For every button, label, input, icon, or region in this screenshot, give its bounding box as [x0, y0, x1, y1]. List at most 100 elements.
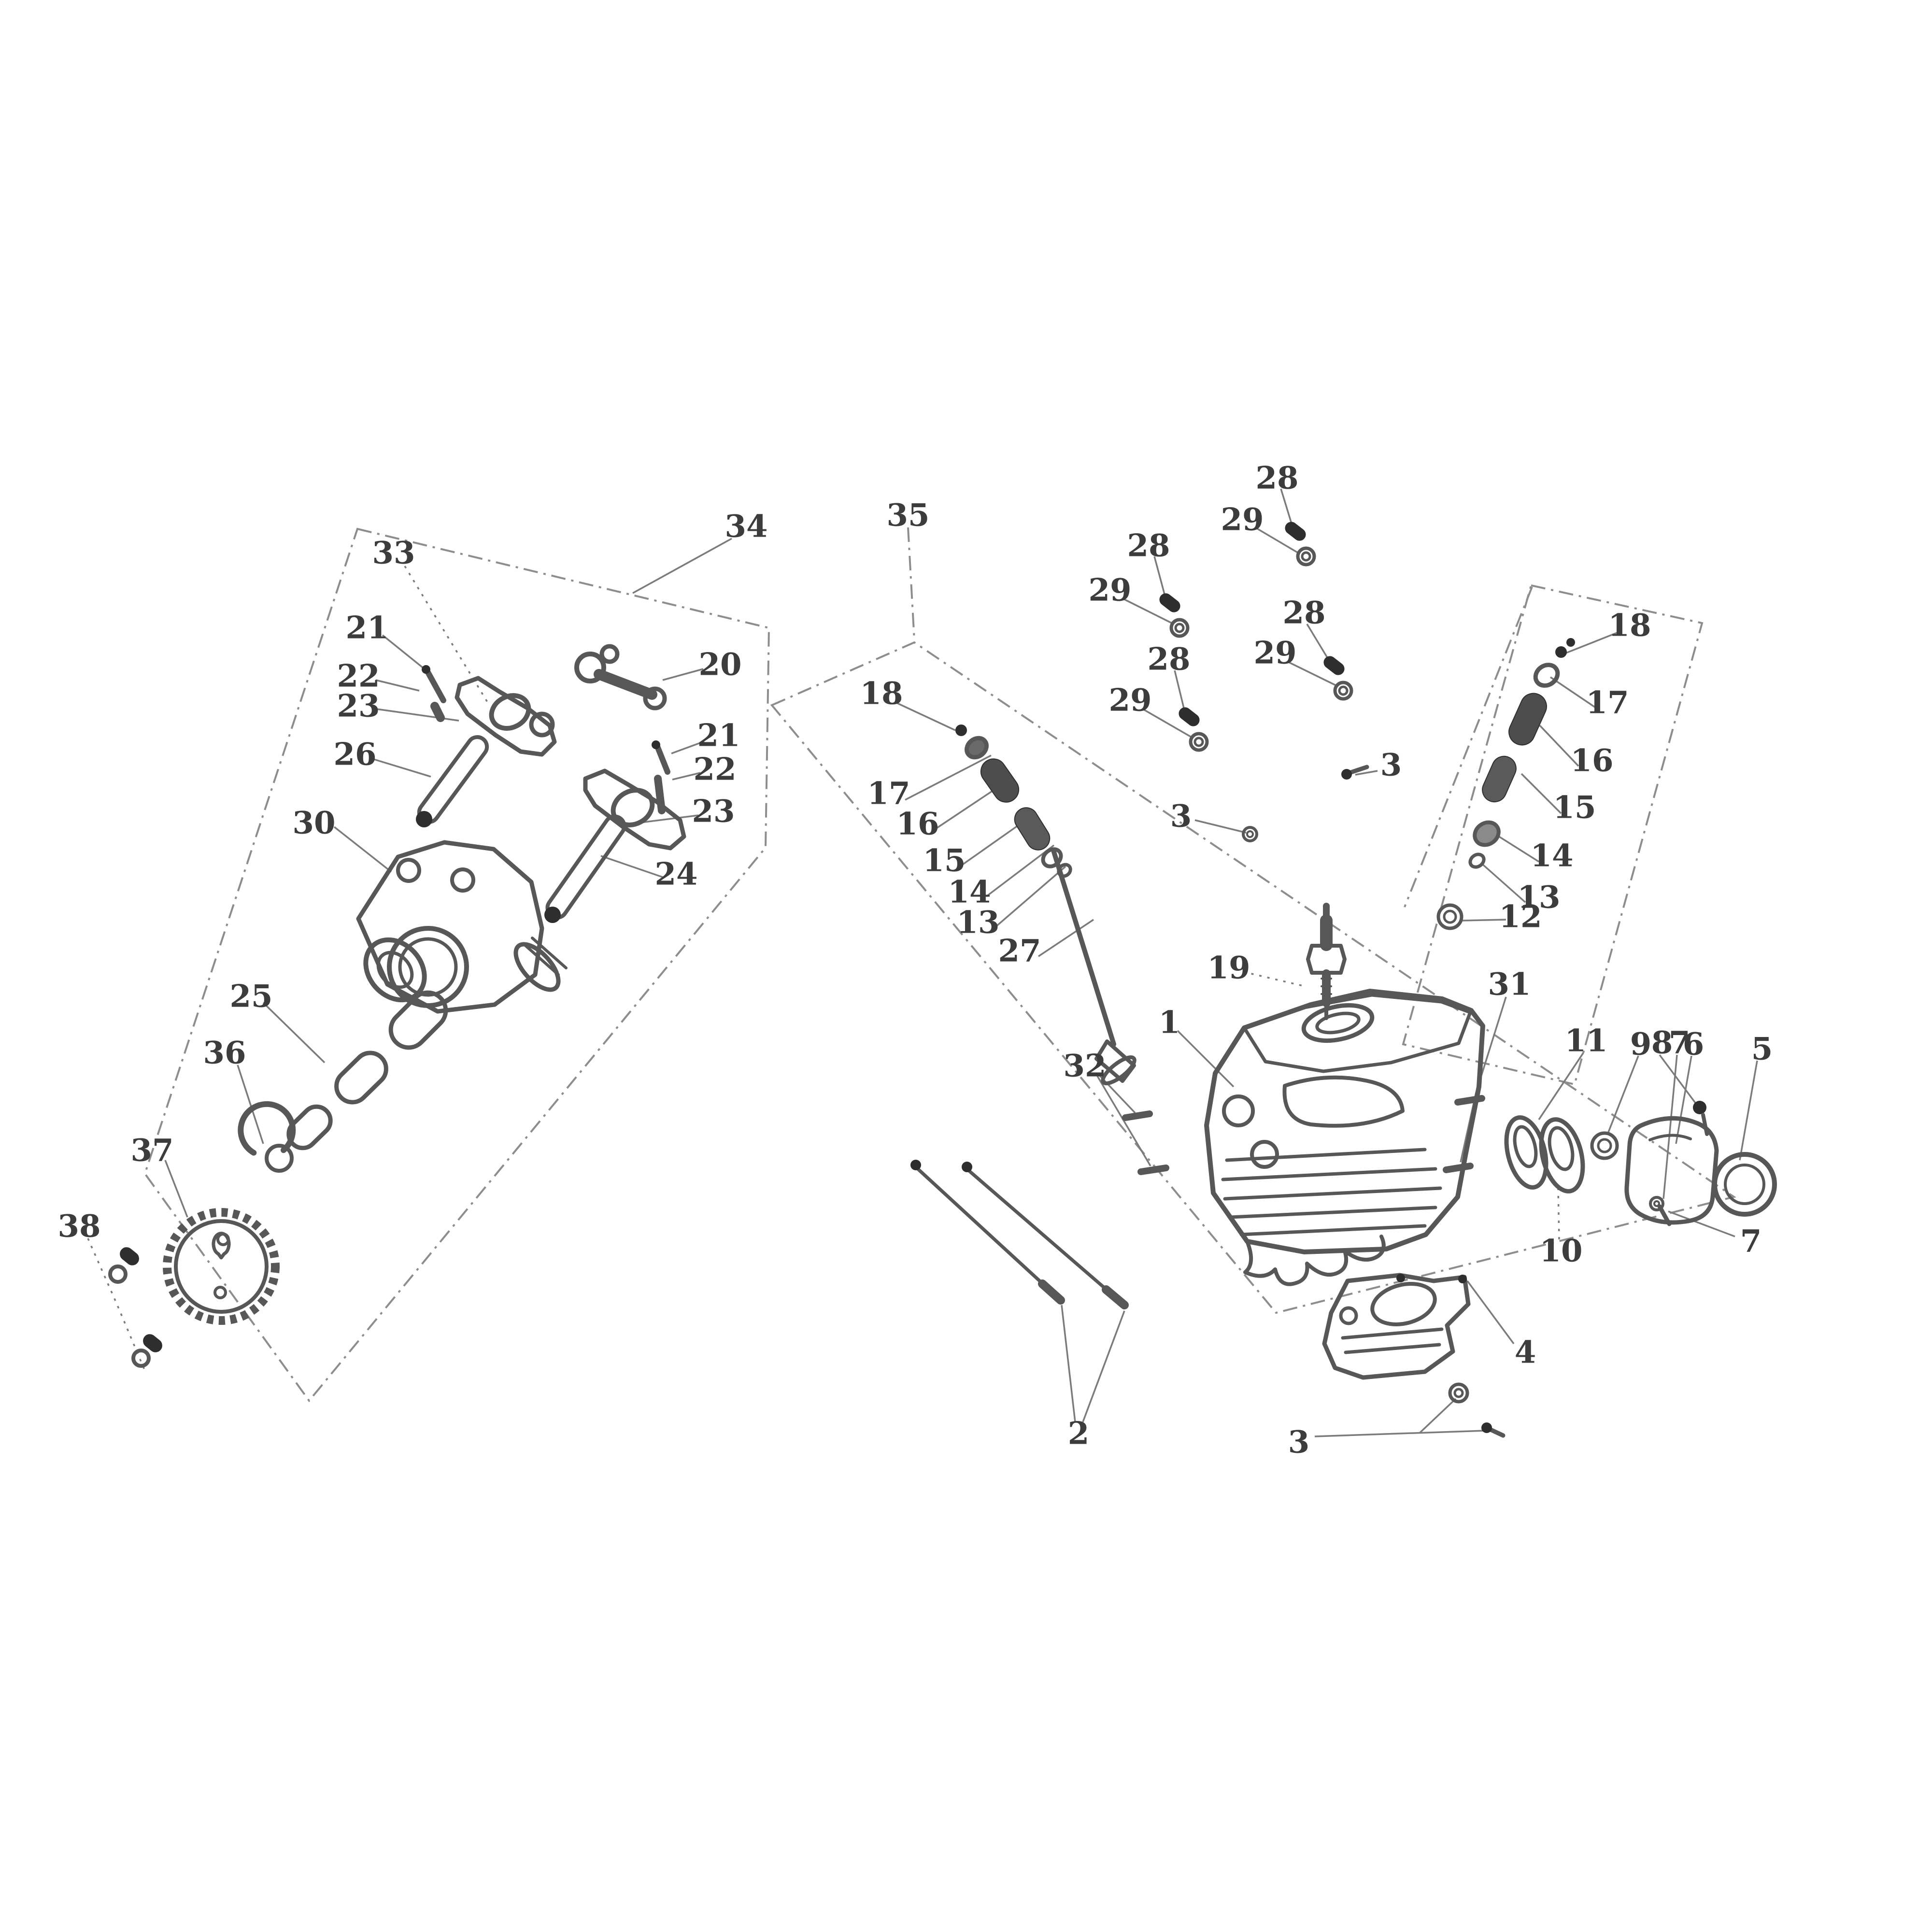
- carb-gasket-4-slot-b: [1344, 1343, 1441, 1354]
- valve-spring-15-right: [1482, 755, 1517, 803]
- part-label-28: 28: [1147, 641, 1190, 678]
- rocker-shaft-24-end: [544, 907, 561, 923]
- part-label-33: 33: [372, 535, 415, 571]
- leader-29-b: [1123, 598, 1174, 625]
- valve-spring-15-left: [1014, 807, 1051, 851]
- head-bolt-28-a: [1285, 522, 1306, 541]
- adjust-screw-21-right-head: [652, 740, 660, 749]
- leader-4: [1466, 1280, 1515, 1345]
- carb-gasket-4-pin-b: [1458, 1275, 1467, 1283]
- stud-32-b: [1137, 1165, 1169, 1175]
- sprocket-bolt-38-a-head: [120, 1247, 139, 1265]
- part-label-15: 15: [923, 843, 966, 879]
- cam-holder-30-body: [356, 840, 544, 1014]
- cylinder-head-1-boss-a: [1222, 1094, 1255, 1127]
- leader-37: [164, 1160, 188, 1218]
- valve-spring-16-left: [980, 758, 1020, 803]
- label-35-stem: [907, 527, 915, 640]
- leader-7-bottom: [1668, 1210, 1735, 1237]
- part-label-17: 17: [1586, 685, 1629, 721]
- cam-sprocket-37-hole-bottom: [213, 1286, 227, 1299]
- rocker-arm-23-body: [583, 768, 686, 851]
- o-ring-9: [1590, 1131, 1619, 1160]
- camshaft-25-flange-inner: [376, 951, 414, 989]
- part-label-2: 2: [1068, 1416, 1090, 1452]
- leader-5: [1739, 1060, 1758, 1161]
- adjust-screw-21-left: [425, 669, 446, 703]
- part-label-5: 5: [1751, 1031, 1773, 1067]
- leader-29-c: [1287, 661, 1337, 687]
- head-bolt-washer-29-b-inner: [1174, 623, 1185, 633]
- cylinder-head-1-fin-2: [1221, 1167, 1437, 1181]
- spring-retainer-17-left: [965, 736, 989, 760]
- head-gasket-11-ring-b-inner: [1548, 1126, 1575, 1171]
- part-label-4: 4: [1515, 1335, 1536, 1371]
- valve-27-face: [1101, 1055, 1136, 1085]
- sprocket-bolt-38-b-washer: [131, 1349, 151, 1368]
- cam-holder-30-post-a: [396, 858, 421, 883]
- head-bolt-washer-29-c: [1333, 681, 1353, 701]
- leader-22-left: [375, 679, 420, 692]
- rocker-shaft-24: [545, 814, 626, 920]
- part-label-7: 7: [1669, 1025, 1690, 1061]
- cam-holder-30-post-b: [450, 867, 475, 893]
- cover-cap-5: [1712, 1152, 1777, 1217]
- part-label-28: 28: [1255, 460, 1298, 497]
- part-label-25: 25: [229, 979, 272, 1015]
- leader-19: [1243, 971, 1306, 987]
- part-label-13: 13: [956, 905, 999, 941]
- stud-31-a: [1454, 1095, 1485, 1106]
- camshaft-25-journal-lines: [523, 937, 568, 976]
- carb-gasket-4-slot-a: [1341, 1327, 1444, 1340]
- rocker-arm-20-hub: [574, 652, 606, 683]
- leader-28-d: [1174, 670, 1185, 710]
- cylinder-head-1-top-face: [1242, 993, 1472, 1073]
- camshaft-25-lobe-c: [286, 1104, 333, 1151]
- part-label-29: 29: [1108, 682, 1151, 719]
- leader-30: [333, 826, 392, 873]
- part-label-18: 18: [860, 676, 903, 712]
- part-label-26: 26: [333, 737, 376, 773]
- camshaft-25-journal: [513, 942, 561, 992]
- cam-holder-30-bore-inner: [398, 937, 458, 997]
- cam-sprocket-37-hole-top: [216, 1233, 230, 1246]
- long-stud-2-b-tip: [1102, 1285, 1129, 1309]
- rocker-arm-33-roller: [529, 711, 555, 738]
- leader-3-screw-top: [1355, 770, 1378, 776]
- head-bolt-washer-29-c-inner: [1338, 685, 1349, 696]
- screw-8: [1693, 1101, 1706, 1114]
- part-label-37: 37: [130, 1133, 173, 1169]
- part-label-24: 24: [654, 856, 697, 893]
- long-stud-2-b: [966, 1168, 1126, 1307]
- cover-screw-7-head-inner: [1653, 1200, 1660, 1207]
- o-ring-9-inner: [1597, 1138, 1612, 1153]
- long-stud-2-a-head: [910, 1160, 921, 1170]
- leader-21-left: [382, 634, 428, 672]
- carb-gasket-4: [1322, 1273, 1471, 1380]
- part-label-23: 23: [692, 794, 735, 830]
- side-cover-6: [1624, 1116, 1719, 1225]
- head-bolt-28-d: [1179, 707, 1200, 726]
- leader-15-right: [1520, 773, 1562, 814]
- leader-24: [600, 855, 663, 878]
- leader-12: [1461, 919, 1506, 922]
- part-label-7: 7: [1740, 1223, 1762, 1260]
- part-label-31: 31: [1488, 966, 1531, 1003]
- part-label-16: 16: [1570, 743, 1613, 779]
- part-label-17: 17: [867, 776, 910, 812]
- sprocket-bolt-38-b-head: [143, 1334, 162, 1352]
- leader-23-left: [376, 708, 459, 722]
- part-label-29: 29: [1088, 572, 1131, 609]
- screw-3-bottom-head: [1481, 1422, 1492, 1433]
- part-label-30: 30: [292, 805, 335, 841]
- part-label-36: 36: [203, 1035, 246, 1071]
- leader-8: [1659, 1054, 1697, 1105]
- rocker-shaft-26-end: [416, 811, 432, 827]
- cylinder-head-1-cavity: [1282, 1075, 1405, 1128]
- leader-25: [262, 1002, 326, 1064]
- part-label-22: 22: [337, 658, 380, 695]
- screw-3-top: [1347, 765, 1369, 775]
- leader-13-right: [1482, 864, 1526, 903]
- valve-27-stem: [1051, 850, 1116, 1047]
